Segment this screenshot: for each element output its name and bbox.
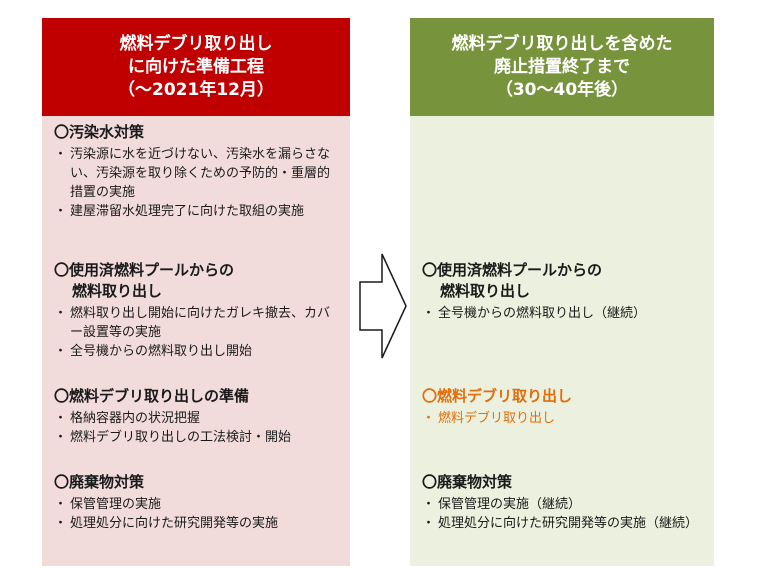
section-title-continuation: 燃料取り出し — [422, 281, 706, 302]
bullet-list: 保管管理の実施 処理処分に向けた研究開発等の実施 — [54, 495, 342, 533]
section-title: 〇使用済燃料プールからの — [54, 261, 235, 279]
left-header-line-3: （～2021年12月） — [118, 79, 274, 100]
list-item: 燃料デブリ取り出しの工法検討・開始 — [54, 428, 342, 447]
section-title-line-2: 燃料取り出し — [440, 282, 531, 300]
bullet-list: 保管管理の実施（継続） 処理処分に向けた研究開発等の実施（継続） — [422, 495, 706, 533]
left-panel-header: 燃料デブリ取り出し に向けた準備工程 （～2021年12月） — [42, 18, 350, 116]
list-item: 全号機からの燃料取り出し（継続） — [422, 304, 706, 323]
right-panel-decommissioning: 燃料デブリ取り出しを含めた 廃止措置終了まで （30～40年後） 〇使用済燃料プ… — [410, 18, 714, 566]
bullet-list: 燃料デブリ取り出し — [422, 409, 706, 428]
section-waste-management-continued: 〇廃棄物対策 保管管理の実施（継続） 処理処分に向けた研究開発等の実施（継続） — [422, 472, 706, 533]
section-fuel-debris-retrieval: 〇燃料デブリ取り出し 燃料デブリ取り出し — [422, 386, 706, 428]
list-item: 燃料取り出し開始に向けたガレキ撤去、カバー設置等の実施 — [54, 304, 342, 342]
list-item: 格納容器内の状況把握 — [54, 409, 342, 428]
right-header-line-3: （30～40年後） — [495, 79, 629, 100]
section-spent-fuel-pool: 〇使用済燃料プールからの 燃料取り出し 燃料取り出し開始に向けたガレキ撤去、カバ… — [54, 260, 342, 361]
right-header-line-1: 燃料デブリ取り出しを含めた — [451, 33, 673, 54]
left-header-line-1: 燃料デブリ取り出し — [119, 33, 273, 54]
section-title: 〇汚染水対策 — [54, 123, 145, 141]
left-panel-body: 〇汚染水対策 汚染源に水を近づけない、汚染水を漏らさない、汚染源を取り除くための… — [42, 116, 350, 566]
list-item: 全号機からの燃料取り出し開始 — [54, 342, 342, 361]
bullet-list: 燃料取り出し開始に向けたガレキ撤去、カバー設置等の実施 全号機からの燃料取り出し… — [54, 304, 342, 361]
section-fuel-debris-preparation: 〇燃料デブリ取り出しの準備 格納容器内の状況把握 燃料デブリ取り出しの工法検討・… — [54, 386, 342, 447]
right-arrow-outline-icon — [359, 253, 407, 359]
section-contaminated-water: 〇汚染水対策 汚染源に水を近づけない、汚染水を漏らさない、汚染源を取り除くための… — [54, 122, 342, 221]
section-title: 〇燃料デブリ取り出しの準備 — [54, 387, 250, 405]
right-panel-body: 〇使用済燃料プールからの 燃料取り出し 全号機からの燃料取り出し（継続） 〇燃料… — [410, 116, 714, 566]
section-spent-fuel-pool-continued: 〇使用済燃料プールからの 燃料取り出し 全号機からの燃料取り出し（継続） — [422, 260, 706, 323]
section-title: 〇廃棄物対策 — [54, 473, 145, 491]
section-waste-management: 〇廃棄物対策 保管管理の実施 処理処分に向けた研究開発等の実施 — [54, 472, 342, 533]
section-title-line-2: 燃料取り出し — [72, 282, 163, 300]
list-item: 建屋滞留水処理完了に向けた取組の実施 — [54, 202, 342, 221]
list-item: 保管管理の実施 — [54, 495, 342, 514]
list-item: 処理処分に向けた研究開発等の実施 — [54, 514, 342, 533]
bullet-list: 格納容器内の状況把握 燃料デブリ取り出しの工法検討・開始 — [54, 409, 342, 447]
section-title: 〇燃料デブリ取り出し — [422, 387, 573, 405]
list-item: 汚染源に水を近づけない、汚染水を漏らさない、汚染源を取り除くための予防的・重層的… — [54, 145, 342, 202]
section-title-continuation: 燃料取り出し — [54, 281, 342, 302]
bullet-list: 全号機からの燃料取り出し（継続） — [422, 304, 706, 323]
section-title: 〇廃棄物対策 — [422, 473, 513, 491]
left-panel-preparation: 燃料デブリ取り出し に向けた準備工程 （～2021年12月） 〇汚染水対策 汚染… — [42, 18, 350, 566]
section-title: 〇使用済燃料プールからの — [422, 261, 603, 279]
bullet-list: 汚染源に水を近づけない、汚染水を漏らさない、汚染源を取り除くための予防的・重層的… — [54, 145, 342, 221]
list-item: 処理処分に向けた研究開発等の実施（継続） — [422, 514, 706, 533]
list-item: 燃料デブリ取り出し — [422, 409, 706, 428]
left-header-line-2: に向けた準備工程 — [128, 56, 264, 77]
right-header-line-2: 廃止措置終了まで — [494, 56, 630, 77]
right-panel-header: 燃料デブリ取り出しを含めた 廃止措置終了まで （30～40年後） — [410, 18, 714, 116]
list-item: 保管管理の実施（継続） — [422, 495, 706, 514]
